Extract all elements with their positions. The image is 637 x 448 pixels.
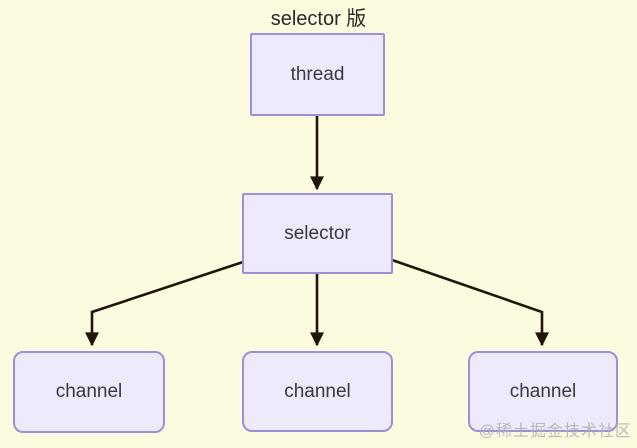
thread-node-label: thread xyxy=(290,63,345,85)
channel-node-2: channel xyxy=(242,351,393,432)
edge-selector-to-channel1 xyxy=(85,260,244,347)
diagram-title: selector 版 xyxy=(270,8,367,30)
channel-node-1-label: channel xyxy=(55,381,123,402)
channel-node-1: channel xyxy=(13,351,165,433)
watermark: @稀土掘金技术社区 xyxy=(478,423,632,440)
channel-node-3: channel xyxy=(468,351,618,432)
thread-node: thread xyxy=(250,33,385,116)
channel-node-3-label: channel xyxy=(509,380,577,402)
edge-selector-to-channel3 xyxy=(391,258,549,347)
channel-node-2-label: channel xyxy=(284,380,351,402)
selector-node-label: selector xyxy=(284,222,351,244)
selector-node: selector xyxy=(242,193,393,274)
